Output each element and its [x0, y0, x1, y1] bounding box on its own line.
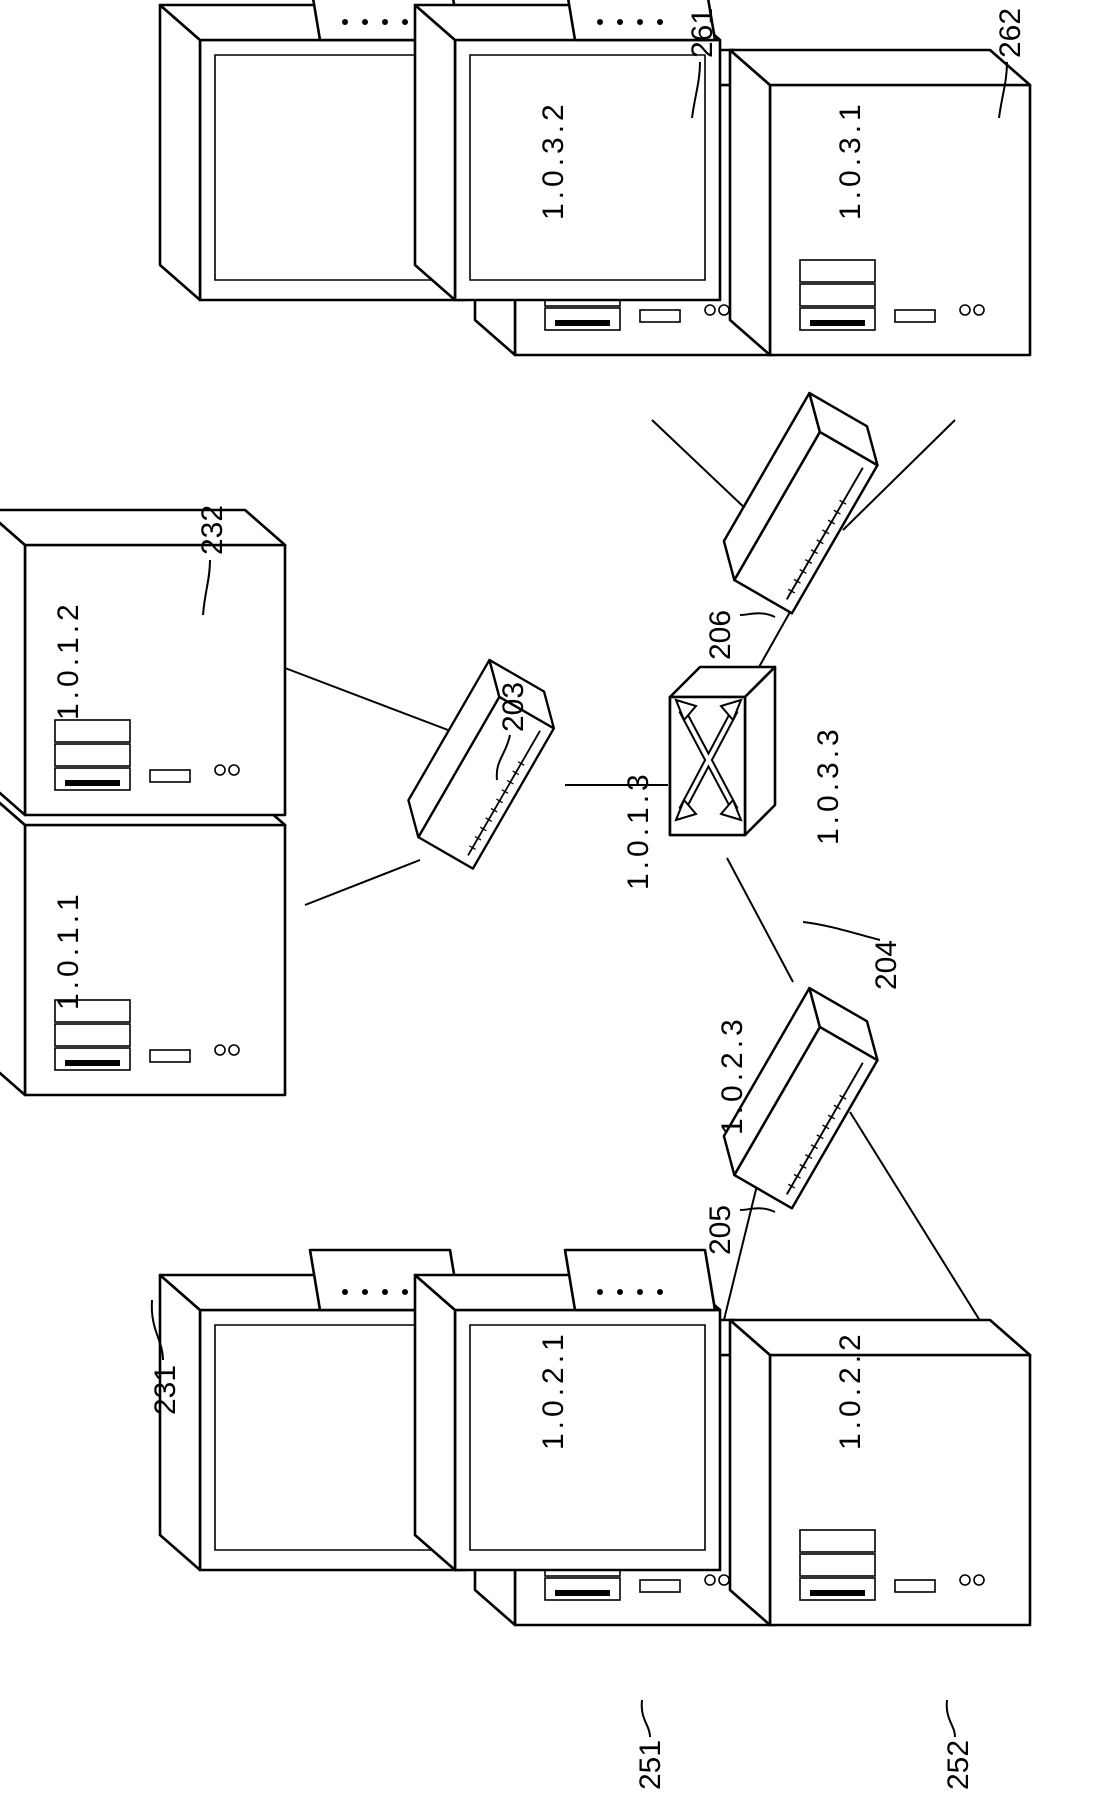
ip-label-1012: 1.0.1.2 — [52, 600, 85, 720]
ref-label-206: 206 — [704, 610, 737, 660]
ip-label-1032: 1.0.3.2 — [537, 100, 570, 220]
hub-203 — [395, 660, 567, 869]
switch-204 — [670, 667, 775, 835]
ip-label-1013: 1.0.1.3 — [622, 770, 655, 890]
ref-label-252: 252 — [942, 1740, 975, 1790]
link-232-203 — [285, 668, 448, 730]
computer-232 — [0, 440, 285, 815]
ip-label-1011: 1.0.1.1 — [52, 890, 85, 1010]
hub-206 — [710, 393, 892, 613]
ip-label-1021: 1.0.2.1 — [537, 1330, 570, 1450]
link-231-203 — [305, 860, 420, 905]
ip-label-1033: 1.0.3.3 — [812, 725, 845, 845]
connection-lines — [285, 420, 1020, 1385]
link-204-205 — [727, 858, 793, 982]
ref-label-251: 251 — [634, 1740, 667, 1790]
ref-label-205: 205 — [704, 1205, 737, 1255]
ref-label-261: 261 — [686, 8, 719, 58]
ip-label-1022: 1.0.2.2 — [834, 1330, 867, 1450]
ref-label-262: 262 — [994, 8, 1027, 58]
ref-label-231: 231 — [149, 1365, 182, 1415]
ref-label-204: 204 — [870, 940, 903, 990]
ip-label-1023: 1.0.2.3 — [716, 1015, 749, 1135]
ref-label-232: 232 — [196, 505, 229, 555]
ref-label-203: 203 — [497, 682, 530, 732]
ip-label-1031: 1.0.3.1 — [834, 100, 867, 220]
